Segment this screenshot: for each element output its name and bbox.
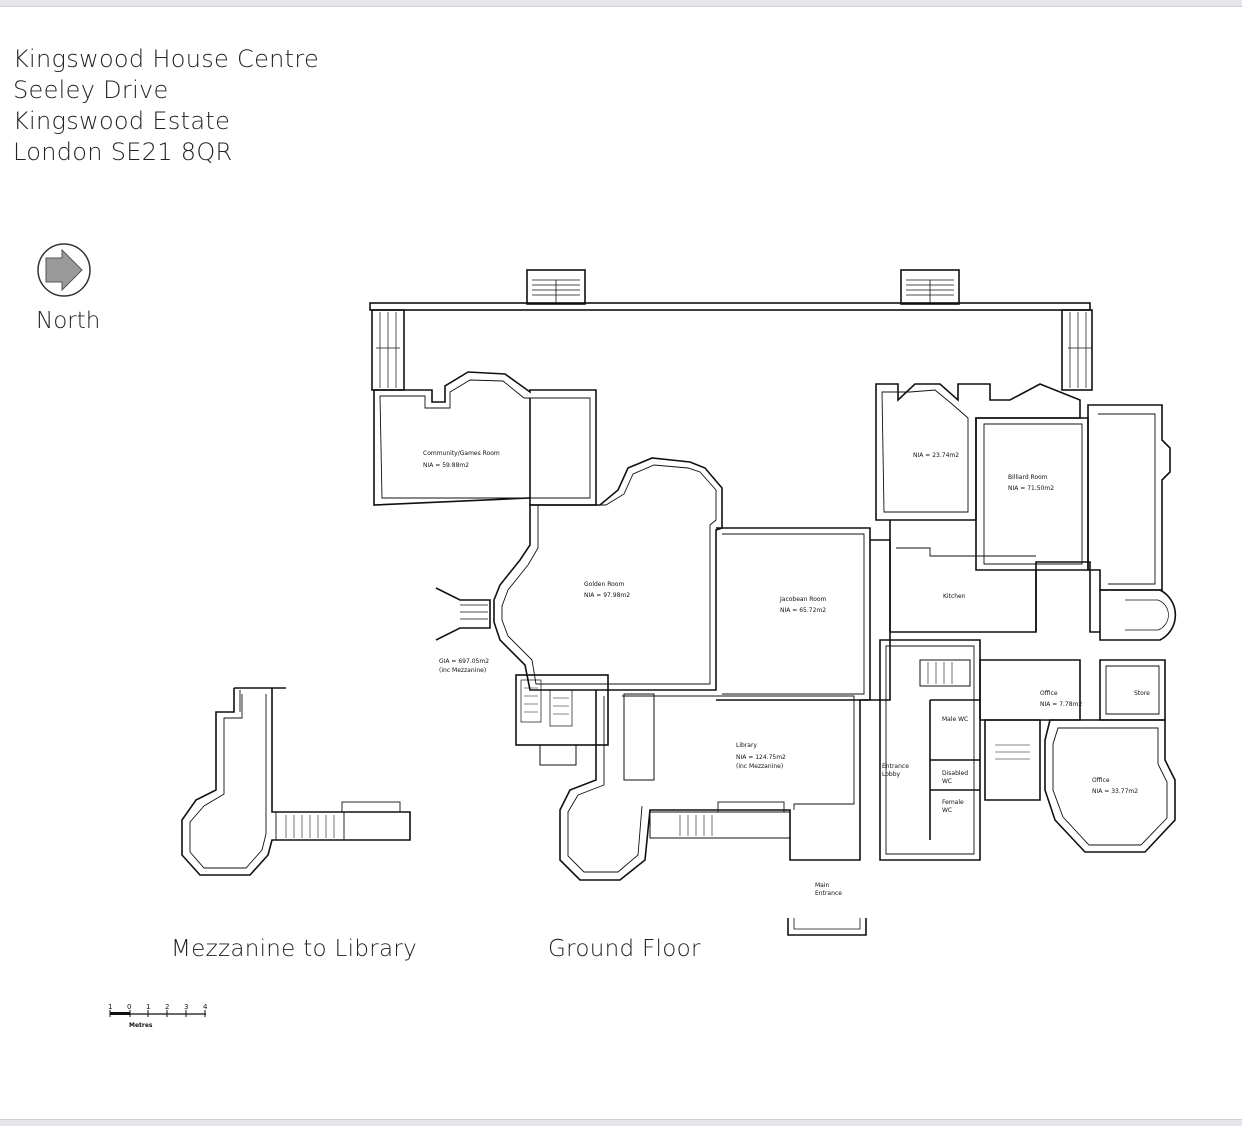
address-block: Kingswood House Centre Seeley Drive King…	[13, 44, 319, 168]
office-large-name: Office	[1092, 777, 1110, 784]
address-line-2: Seeley Drive	[13, 76, 169, 104]
north-arrow-icon	[37, 243, 91, 297]
jacobean-room-area: NIA = 65.72m2	[780, 607, 826, 614]
main-entrance-line2: Entrance	[815, 890, 842, 897]
scale-tick-3: 3	[184, 1003, 188, 1011]
office-small-name: Office	[1040, 690, 1058, 697]
office-small-area: NIA = 7.78m2	[1040, 701, 1082, 708]
main-entrance-line1: Main	[815, 882, 830, 889]
entrance-lobby-line1: Entrance	[882, 763, 909, 770]
ground-floor-walls	[369, 269, 1177, 936]
scale-bar: 1 0 1 2 3 4 Metres	[108, 1003, 208, 1029]
address-line-3: Kingswood Estate	[13, 107, 231, 135]
billiard-room-name: Billiard Room	[1008, 474, 1048, 481]
golden-room-name: Golden Room	[584, 581, 624, 588]
scale-unit: Metres	[129, 1022, 153, 1029]
community-room-area: NIA = 59.88m2	[423, 462, 469, 469]
store-label: Store	[1134, 690, 1150, 697]
community-room-name: Community/Games Room	[423, 450, 500, 457]
scale-tick-1: 1	[146, 1003, 150, 1011]
disabled-wc-line2: WC	[942, 778, 952, 785]
bottom-border	[0, 1119, 1242, 1126]
jacobean-room-name: Jacobean Room	[779, 596, 827, 603]
small-room-area: NIA = 23.74m2	[913, 452, 959, 459]
female-wc-line1: Female	[942, 799, 964, 806]
scale-tick-m1: 1	[108, 1003, 112, 1011]
billiard-room-area: NIA = 71.50m2	[1008, 485, 1054, 492]
gia-line1: GIA = 697.05m2	[439, 658, 489, 665]
top-border	[0, 0, 1242, 7]
female-wc-line2: WC	[942, 807, 952, 814]
north-label: North	[36, 308, 101, 334]
scale-tick-4: 4	[203, 1003, 208, 1011]
ground-floor-caption: Ground Floor	[548, 936, 701, 962]
disabled-wc-line1: Disabled	[942, 770, 968, 777]
address-line-1: Kingswood House Centre	[13, 45, 320, 73]
room-labels: Community/Games Room NIA = 59.88m2 Golde…	[423, 450, 1150, 897]
scale-tick-2: 2	[165, 1003, 169, 1011]
office-large-area: NIA = 33.77m2	[1092, 788, 1138, 795]
scale-tick-0: 0	[127, 1003, 131, 1011]
library-name: Library	[736, 742, 757, 749]
mezzanine-walls	[181, 687, 411, 876]
address-line-4: London SE21 8QR	[13, 138, 233, 166]
mezzanine-caption: Mezzanine to Library	[171, 936, 418, 962]
entrance-lobby-line2: Lobby	[882, 771, 901, 778]
golden-room-area: NIA = 97.98m2	[584, 592, 630, 599]
male-wc-label: Male WC	[942, 716, 968, 723]
library-note: (inc Mezzanine)	[736, 763, 783, 770]
gia-line2: (inc Mezzanine)	[439, 667, 486, 674]
kitchen-label: Kitchen	[943, 593, 966, 600]
library-area: NIA = 124.75m2	[736, 754, 786, 761]
